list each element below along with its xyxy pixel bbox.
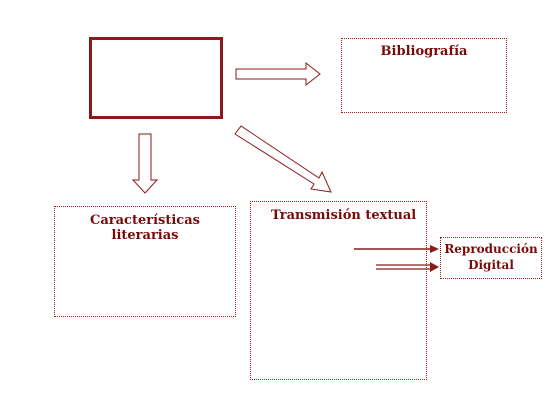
caracteristicas-node: Características literarias	[54, 206, 236, 317]
bibliografia-node: Bibliografía	[341, 38, 507, 113]
arrow-to-transmision	[234, 125, 332, 193]
transmision-label: Transmisión textual	[271, 208, 417, 223]
main-node-box	[89, 37, 223, 119]
reproduccion-label-line2: Digital	[468, 258, 514, 272]
arrow-to-caracteristicas	[131, 133, 159, 194]
arrow-to-bibliografia	[235, 61, 321, 87]
caracteristicas-label: Características literarias	[90, 213, 200, 243]
bibliografia-label: Bibliografía	[380, 44, 468, 59]
reproduccion-node: Reproducción Digital	[440, 237, 542, 279]
arrowhead-to-reproduccion-2	[430, 262, 439, 272]
transmision-node: Transmisión textual	[250, 201, 427, 380]
arrowhead-to-reproduccion-1	[430, 245, 439, 253]
reproduccion-label-line1: Reproducción	[444, 242, 538, 256]
